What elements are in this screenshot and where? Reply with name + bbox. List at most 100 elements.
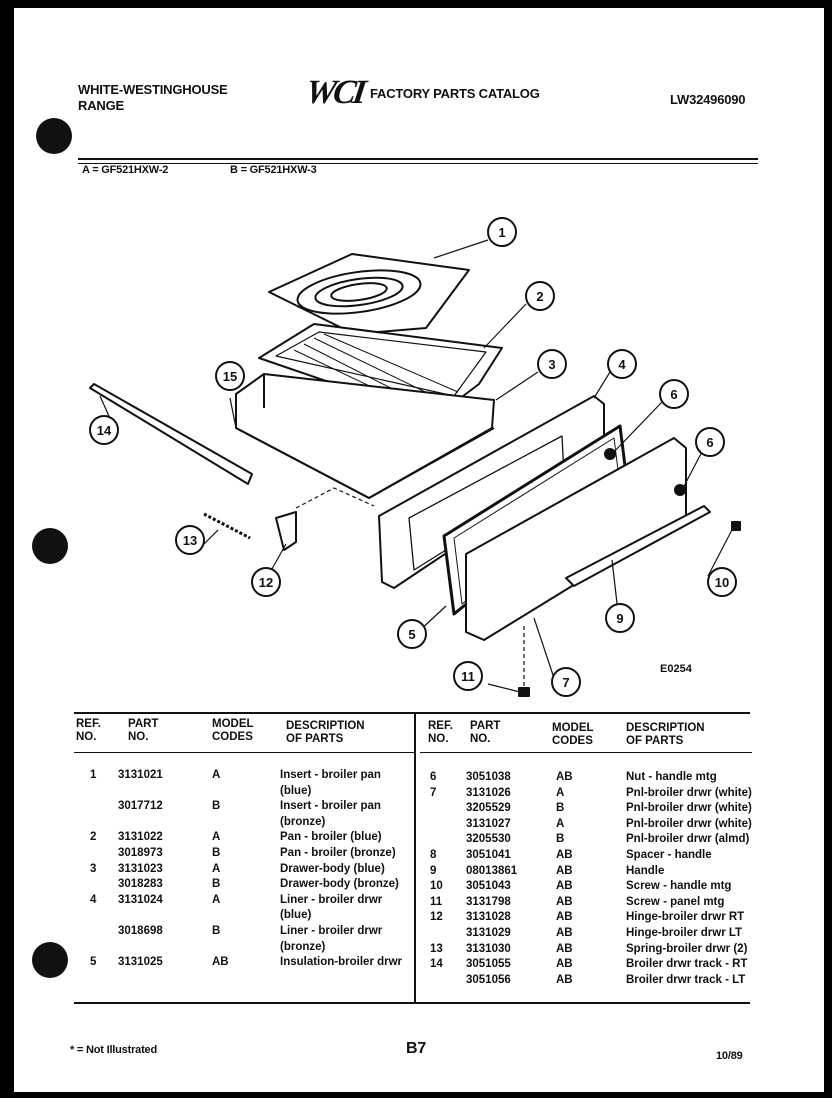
punch-hole [32,942,68,978]
description-cell: Insert - broiler pan [280,800,381,813]
revision-date: 10/89 [716,1050,743,1062]
header-rule [78,158,758,160]
model-code-cell: AB [556,771,573,783]
catalog-title: FACTORY PARTS CATALOG [370,86,540,101]
model-code-cell: B [556,833,565,846]
part-no-cell: 3205529 [466,802,511,815]
description-cell: Pnl-broiler drwr (white) [626,802,752,815]
description-cell: Insert - broiler pan [280,769,381,781]
model-code-cell: AB [556,911,573,924]
svg-text:11: 11 [461,669,475,684]
brand-name: WHITE-WESTINGHOUSE [78,82,228,97]
description-cell: (blue) [280,784,312,797]
part-no-cell: 3131025 [118,956,163,969]
model-code-cell: AB [556,880,573,893]
ref-no-cell: 2 [90,831,97,844]
svg-text:5: 5 [408,627,415,642]
svg-text:7: 7 [562,675,569,690]
callout-6a: 6 [659,379,689,409]
description-cell: Pnl-broiler drwr (white) [626,786,752,799]
model-a: A = GF521HXW-2 [82,164,169,176]
description-cell: Liner - broiler drwr [280,893,383,906]
svg-text:15: 15 [223,369,237,384]
description-cell: Screw - handle mtg [626,880,732,893]
model-code-cell: B [556,802,565,815]
part-no-cell: 3051056 [466,973,511,986]
svg-text:2: 2 [536,289,543,304]
table-header-rule-left [74,752,414,753]
model-code-cell: AB [556,848,573,861]
ref-no-cell: 1 [90,769,97,781]
part-no-cell: 3051055 [466,958,511,971]
part-no-cell: 3131026 [466,786,511,799]
brand-block: WHITE-WESTINGHOUSE RANGE [78,82,228,114]
callout-3: 3 [537,349,567,379]
description-cell: (blue) [280,909,312,922]
svg-text:4: 4 [618,357,626,372]
ref-no-cell: 13 [430,942,443,955]
callout-9: 9 [605,603,635,633]
description-cell: Hinge-broiler drwr RT [626,911,745,924]
model-code-cell: A [212,893,221,906]
part-no-cell: 3051041 [466,848,511,861]
callout-1: 1 [487,217,517,247]
part-no-cell: 3131029 [466,926,511,939]
model-code-cell: AB [556,864,573,877]
description-cell: Broiler drwr track - RT [626,958,748,971]
model-code-cell: A [556,817,565,830]
description-cell: Spring-broiler drwr (2) [626,942,748,955]
svg-text:12: 12 [259,575,273,590]
callout-labels: 1 2 3 4 5 6 6 7 9 10 11 12 13 14 15 [89,217,737,697]
model-code-cell: A [212,769,221,781]
part-no-cell: 3017712 [118,800,163,813]
model-code-cell: A [212,831,221,844]
ref-no-cell: 8 [430,848,437,861]
svg-text:14: 14 [97,423,112,438]
svg-text:3: 3 [548,357,555,372]
description-cell: Pnl-broiler drwr (white) [626,817,752,830]
svg-text:6: 6 [706,435,713,450]
description-cell: Insulation-broiler drwr [280,956,403,969]
part-no-cell: 3018698 [118,924,163,937]
description-cell: Liner - broiler drwr [280,924,383,937]
description-cell: Drawer-body (blue) [280,862,385,875]
model-code-cell: AB [556,973,573,986]
model-code-cell: AB [212,956,229,969]
description-cell: Handle [626,864,665,877]
model-b: B = GF521HXW-3 [230,164,317,176]
part-no-cell: 3018973 [118,846,163,859]
description-cell: (bronze) [280,940,326,953]
callout-5: 5 [397,619,427,649]
callout-15: 15 [215,361,245,391]
table-row: (blue) [74,908,414,924]
punch-hole [36,118,72,154]
description-cell: Hinge-broiler drwr LT [626,926,743,939]
description-cell: Screw - panel mtg [626,895,725,908]
catalog-page: WHITE-WESTINGHOUSE RANGE WCI FACTORY PAR… [14,8,824,1092]
callout-11: 11 [453,661,483,691]
model-code-cell: B [212,878,221,891]
description-cell: Drawer-body (bronze) [280,878,399,891]
table-row: (bronze) [74,815,414,831]
footnote: * = Not Illustrated [70,1044,157,1056]
model-code-cell: A [212,862,221,875]
description-cell: (bronze) [280,815,326,828]
ref-no-cell: 7 [430,786,437,799]
punch-hole [32,528,68,564]
model-code-cell: AB [556,958,573,971]
